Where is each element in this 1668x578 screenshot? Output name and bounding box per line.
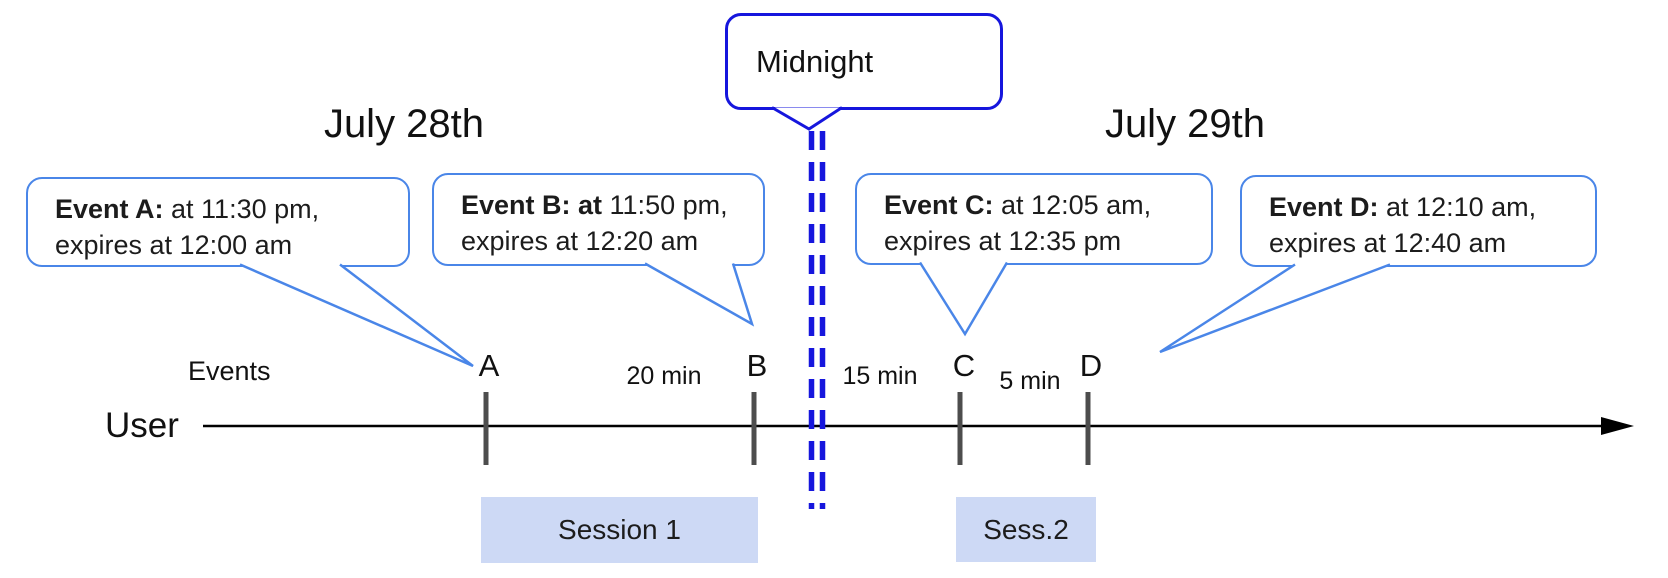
- event-d-line1: Event D: at 12:10 am,: [1269, 192, 1537, 222]
- session-1-box: Session 1: [481, 497, 758, 563]
- tick-label-d: D: [1079, 348, 1103, 383]
- event-a-callout: Event A: at 11:30 pm, expires at 12:00 a…: [26, 177, 410, 267]
- event-c-callout: Event C: at 12:05 am, expires at 12:35 p…: [855, 173, 1213, 265]
- event-a-callout-pointer: [239, 263, 474, 368]
- tick-label-b: B: [746, 348, 768, 383]
- midnight-callout-pointer: [771, 106, 843, 131]
- event-b-callout-pointer: [644, 262, 755, 327]
- session-2-label: Sess.2: [983, 513, 1069, 545]
- session-2-box: Sess.2: [956, 497, 1096, 562]
- midnight-callout-label: Midnight: [756, 43, 874, 79]
- event-b-line1: Event B: at 11:50 pm,: [461, 190, 728, 220]
- event-c-line2: expires at 12:35 pm: [884, 226, 1122, 256]
- event-d-line2: expires at 12:40 am: [1269, 228, 1507, 258]
- interval-label-5min: 5 min: [999, 367, 1061, 395]
- session-1-label: Session 1: [558, 514, 681, 545]
- event-a-line1: Event A: at 11:30 pm,: [55, 194, 320, 224]
- event-a-line2: expires at 12:00 am: [55, 230, 293, 260]
- timeline-arrowhead-icon: [1601, 417, 1634, 435]
- midnight-callout: Midnight: [725, 13, 1003, 110]
- interval-label-15min: 15 min: [842, 362, 918, 390]
- event-d-callout-pointer: [1159, 263, 1391, 354]
- tick-label-c: C: [952, 348, 976, 383]
- event-d-callout: Event D: at 12:10 am, expires at 12:40 a…: [1240, 175, 1597, 267]
- event-c-line1: Event C: at 12:05 am,: [884, 190, 1152, 220]
- event-b-line2: expires at 12:20 am: [461, 226, 699, 256]
- event-b-callout: Event B: at 11:50 pm, expires at 12:20 a…: [432, 173, 765, 266]
- interval-label-20min: 20 min: [626, 362, 702, 390]
- events-row-label: Events: [188, 356, 271, 386]
- event-c-callout-pointer: [918, 261, 1009, 337]
- day-title-july-28: July 28th: [323, 102, 485, 146]
- day-title-july-29: July 29th: [1104, 102, 1266, 146]
- user-row-label: User: [105, 406, 179, 445]
- tick-label-a: A: [478, 348, 500, 383]
